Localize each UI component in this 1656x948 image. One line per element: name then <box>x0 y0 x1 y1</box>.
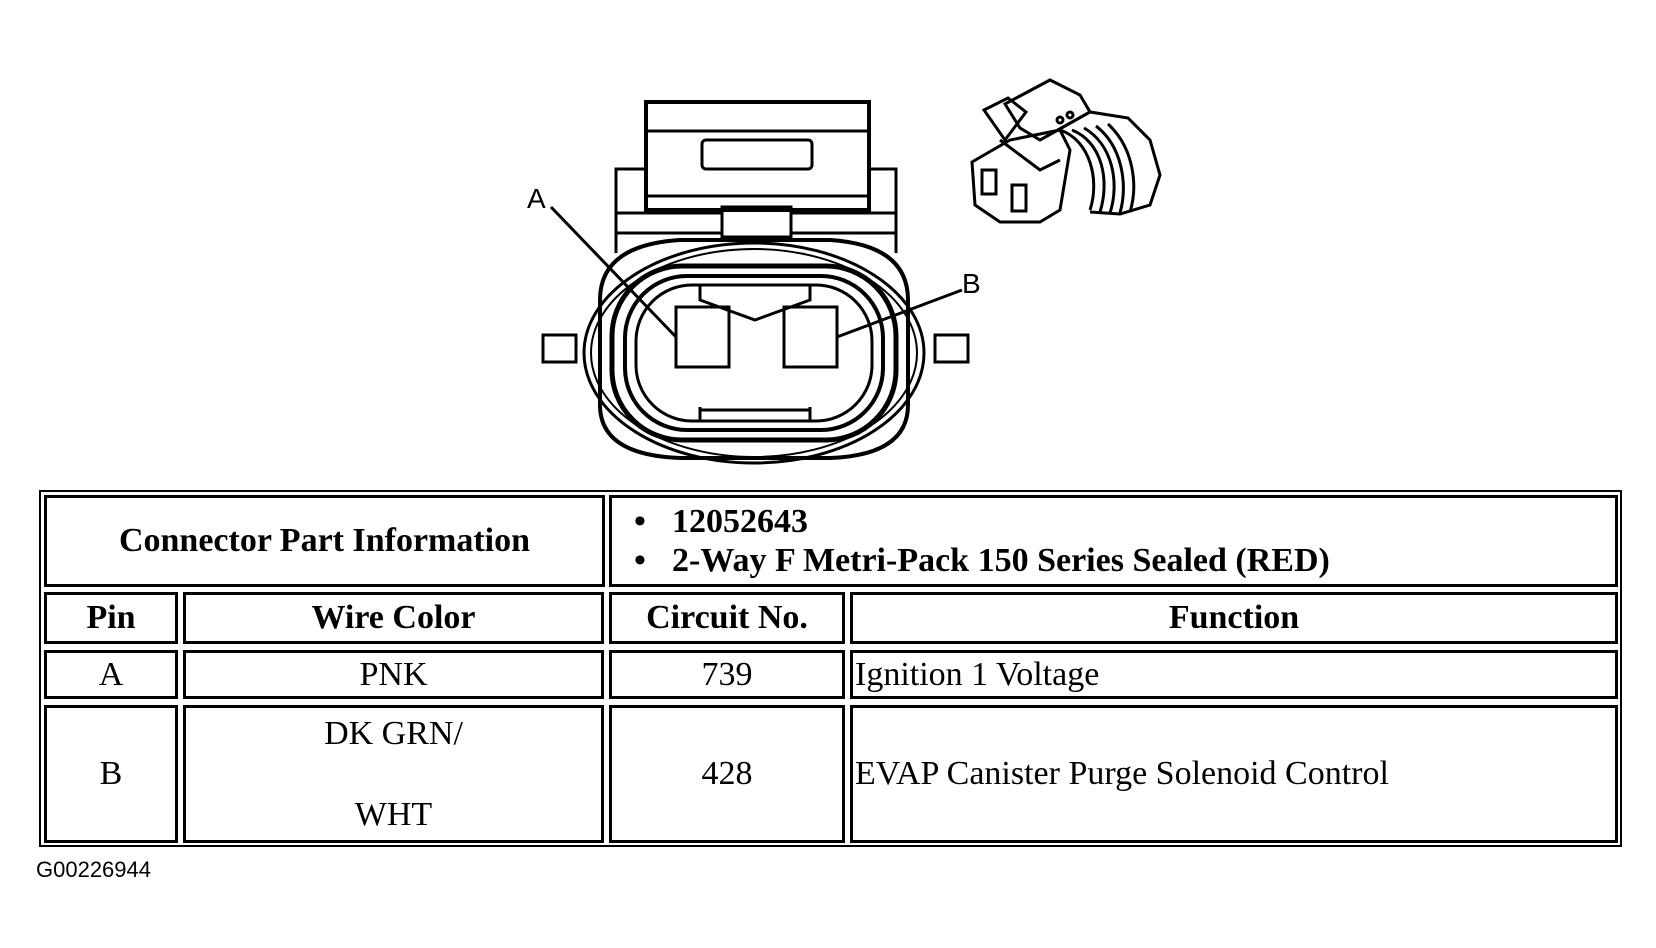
row-a-circuit: 739 <box>609 650 845 699</box>
pin-label-a: A <box>527 183 546 214</box>
part-info-label: Connector Part Information <box>44 495 605 587</box>
row-b-circuit: 428 <box>609 705 845 843</box>
part-number: 12052643 <box>634 502 808 541</box>
connector-table <box>39 490 1622 847</box>
figure-id: G00226944 <box>36 857 151 882</box>
connector-face-view <box>541 100 970 465</box>
header-function: Function <box>850 592 1618 644</box>
row-a-wire-color: PNK <box>183 650 604 699</box>
connector-diagram: A B <box>527 78 1162 465</box>
row-a-pin: A <box>44 650 178 699</box>
row-b-function: EVAP Canister Purge Solenoid Control <box>850 705 1618 843</box>
row-b-wire-color: DK GRN/ WHT <box>183 705 604 843</box>
part-info-list: 12052643 2-Way F Metri-Pack 150 Series S… <box>609 495 1618 587</box>
wire-color-line-1: DK GRN/ <box>324 715 463 752</box>
wire-color-line-2: WHT <box>354 795 433 833</box>
connector-isometric-view <box>970 78 1162 224</box>
header-circuit-no: Circuit No. <box>609 592 845 644</box>
part-description: 2-Way F Metri-Pack 150 Series Sealed (RE… <box>634 541 1330 580</box>
row-b-pin: B <box>44 705 178 843</box>
header-pin: Pin <box>44 592 178 644</box>
row-a-function: Ignition 1 Voltage <box>850 650 1618 699</box>
header-wire-color: Wire Color <box>183 592 604 644</box>
pin-label-b: B <box>962 268 981 299</box>
